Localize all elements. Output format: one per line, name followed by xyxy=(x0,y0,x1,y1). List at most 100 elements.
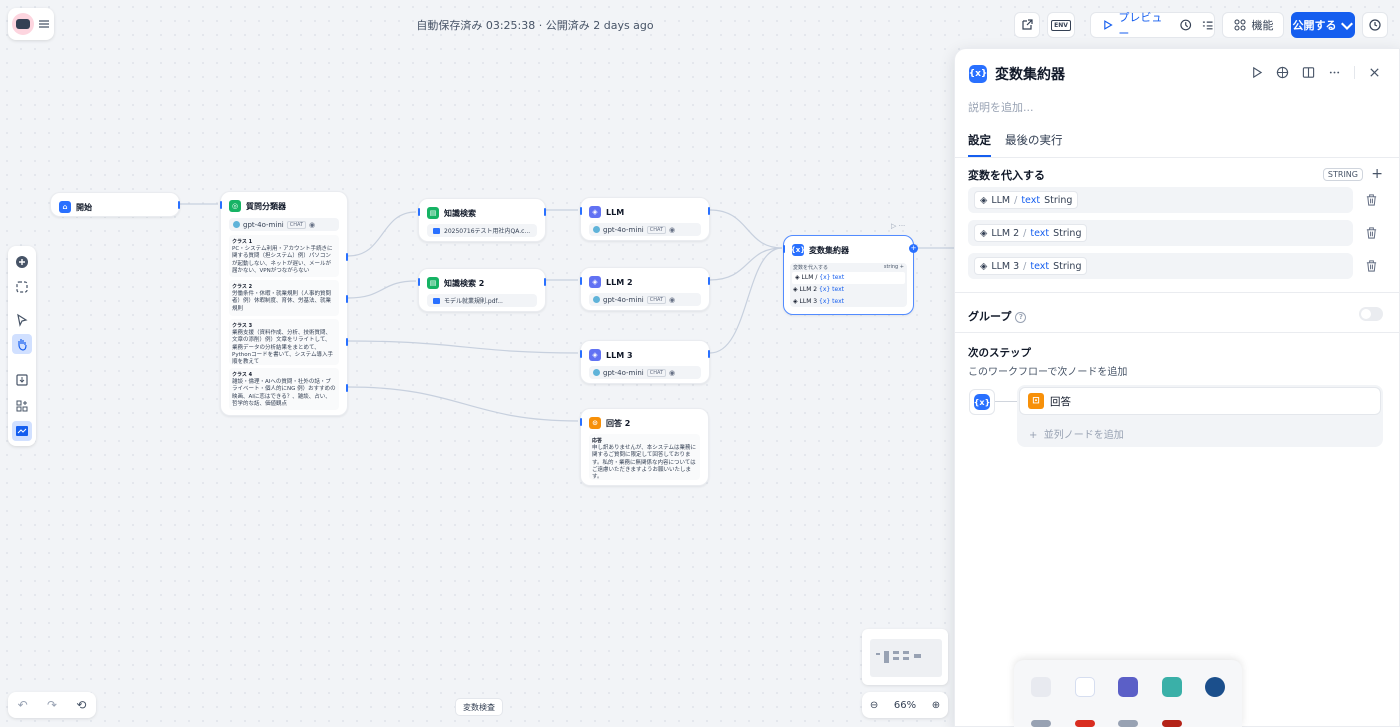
app-tray-icon[interactable] xyxy=(1162,677,1182,697)
kb2-out-handle[interactable] xyxy=(544,278,546,286)
zoom-in-icon[interactable]: ⊕ xyxy=(931,699,941,711)
add-variable-plus-icon[interactable]: + xyxy=(1371,166,1383,182)
variable-inspect-button[interactable]: 変数検査 xyxy=(455,698,503,716)
organize-blocks-icon[interactable] xyxy=(14,398,30,414)
add-parallel-node[interactable]: + 並列ノードを追加 xyxy=(1029,430,1124,441)
export-image-icon[interactable] xyxy=(14,372,30,388)
version-history-button[interactable] xyxy=(1362,12,1388,38)
tray-app-icon[interactable] xyxy=(1075,720,1095,727)
answer2-in-handle[interactable] xyxy=(580,418,582,426)
tab-settings[interactable]: 設定 xyxy=(968,133,991,157)
preview-button[interactable]: プレビュー xyxy=(1101,9,1171,41)
steam-icon[interactable] xyxy=(1205,677,1225,697)
kb2-doc-name: モデル就業規則.pdf... xyxy=(444,298,503,305)
history-icon[interactable]: ⟲ xyxy=(76,698,87,712)
model-icon xyxy=(593,369,600,376)
trash-icon[interactable] xyxy=(1365,193,1378,206)
zoom-level[interactable]: 66% xyxy=(893,699,917,711)
variable-row-1[interactable]: ◈ LLM / text String xyxy=(968,187,1353,213)
add-next-node-plus-icon[interactable]: + xyxy=(909,244,918,253)
llm3-in-handle[interactable] xyxy=(580,350,582,358)
description-input[interactable]: 説明を追加... xyxy=(968,101,1034,114)
add-note-icon[interactable] xyxy=(14,279,30,295)
variable-chip[interactable]: ◈ LLM 3 / text String xyxy=(974,257,1088,275)
tray-app-icon[interactable] xyxy=(1162,720,1182,727)
llm2-out-handle[interactable] xyxy=(708,277,710,285)
classifier-in-handle[interactable] xyxy=(220,201,222,209)
features-button[interactable]: 機能 xyxy=(1222,12,1284,38)
llm3-out-handle[interactable] xyxy=(708,350,710,358)
class-3-text: 業務支援（資料作成、分析、技術質問、文章の添削）例）文章をリライトして、業務デー… xyxy=(232,329,333,366)
trash-icon[interactable] xyxy=(1365,259,1378,272)
node-mini-toolbar[interactable]: ▷ ··· xyxy=(891,222,906,230)
kb2-in-handle[interactable] xyxy=(418,278,420,286)
variable-chip[interactable]: ◈ LLM 2 / text String xyxy=(974,224,1088,242)
undo-icon[interactable]: ↶ xyxy=(17,698,28,712)
class-3-handle[interactable] xyxy=(346,338,348,346)
variable-row-2[interactable]: ◈ LLM 2 / text String xyxy=(968,220,1353,246)
node-start[interactable]: ⌂開始 xyxy=(50,192,180,217)
checklist-button[interactable] xyxy=(1014,12,1040,38)
edge-layer xyxy=(180,203,954,422)
next-node-answer[interactable]: ⊡ 回答 xyxy=(1019,387,1381,415)
discord-icon[interactable] xyxy=(1031,677,1051,697)
split-view-icon[interactable] xyxy=(1302,66,1315,79)
checklist-icon[interactable] xyxy=(1201,18,1214,32)
add-node-icon[interactable] xyxy=(14,254,30,270)
minimap-toggle-icon[interactable] xyxy=(12,421,32,441)
tray-app-icon[interactable] xyxy=(1031,720,1051,727)
node-answer-2[interactable]: ⊙回答 2 応答申し訳ありませんが、本システムは業務に関するご質問に限定して回答… xyxy=(580,408,709,486)
class-4-handle[interactable] xyxy=(346,384,348,392)
trash-icon[interactable] xyxy=(1365,226,1378,239)
edge-class1-kb1 xyxy=(347,211,417,257)
dify-icon[interactable] xyxy=(1075,677,1095,697)
classifier-model: gpt-4o-mini CHAT ◉ xyxy=(229,218,339,231)
llm-icon: ◈ xyxy=(589,276,601,288)
teams-icon[interactable] xyxy=(1118,677,1138,697)
class-1-handle[interactable] xyxy=(346,253,348,261)
hand-icon[interactable] xyxy=(12,334,32,354)
aggregator-in-handle[interactable] xyxy=(783,245,785,253)
run-node-icon[interactable] xyxy=(1250,66,1263,79)
close-icon[interactable] xyxy=(1368,66,1381,79)
kb1-out-handle[interactable] xyxy=(544,208,546,216)
llm-icon: ◈ xyxy=(980,260,988,272)
node-variable-aggregator[interactable]: {x}変数集約器 変数を代入する string + ◈ LLM / {x} te… xyxy=(783,235,918,315)
group-toggle[interactable] xyxy=(1359,307,1383,321)
variable-row-3[interactable]: ◈ LLM 3 / text String xyxy=(968,253,1353,279)
minimap-node xyxy=(903,651,909,654)
more-icon[interactable] xyxy=(1328,66,1341,79)
minimap-node xyxy=(893,651,899,654)
help-icon[interactable]: ? xyxy=(1015,311,1027,323)
kb1-in-handle[interactable] xyxy=(418,208,420,216)
node-start-out-handle[interactable] xyxy=(178,201,180,209)
class-2-handle[interactable] xyxy=(346,295,348,303)
env-button[interactable]: ENV xyxy=(1047,12,1075,38)
edge-class4-answer2 xyxy=(347,386,579,422)
redo-icon[interactable]: ↷ xyxy=(46,698,58,712)
llm2-in-handle[interactable] xyxy=(580,277,582,285)
app-logo-menu[interactable] xyxy=(8,8,54,40)
var-1-node: LLM xyxy=(991,194,1011,206)
publish-button[interactable]: 公開する xyxy=(1291,12,1355,38)
node-knowledge-retrieval-1[interactable]: ▤知識検索 20250716テスト用社内QA.c... xyxy=(418,198,546,242)
zoom-out-icon[interactable]: ⊖ xyxy=(869,699,879,711)
run-history-icon[interactable] xyxy=(1179,18,1192,32)
panel-title[interactable]: 変数集約器 xyxy=(995,67,1065,83)
node-knowledge-retrieval-2[interactable]: ▤知識検索 2 モデル就業規則.pdf... xyxy=(418,268,546,312)
minimap[interactable] xyxy=(862,629,948,685)
variable-chip[interactable]: ◈ LLM / text String xyxy=(974,191,1079,209)
agg-row-2-node: LLM 2 xyxy=(799,286,818,294)
pointer-icon[interactable] xyxy=(14,312,30,328)
help-target-icon[interactable] xyxy=(1276,66,1289,79)
tab-last-run[interactable]: 最後の実行 xyxy=(1005,133,1063,147)
type-badge[interactable]: STRING xyxy=(1322,168,1363,181)
llm1-in-handle[interactable] xyxy=(580,207,582,215)
tray-app-icon[interactable] xyxy=(1118,720,1138,727)
llm1-out-handle[interactable] xyxy=(708,207,710,215)
